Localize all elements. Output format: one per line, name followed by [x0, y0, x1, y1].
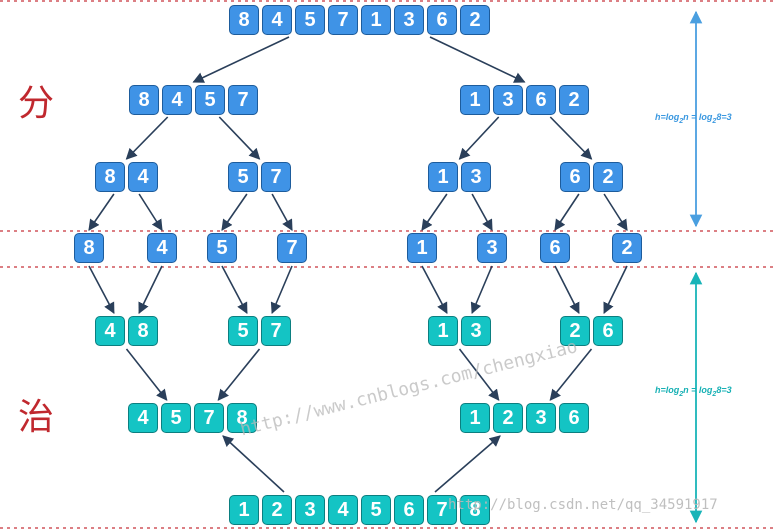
number-block: 4	[147, 233, 177, 263]
connector-arrow	[549, 116, 593, 160]
number-block: 7	[427, 495, 457, 525]
connector-arrow	[271, 193, 293, 231]
connector-arrow	[138, 193, 163, 231]
number-block: 7	[277, 233, 307, 263]
number-block: 1	[460, 85, 490, 115]
number-block: 2	[493, 403, 523, 433]
lower-height-formula: h=log2n = log28=3	[655, 385, 732, 398]
number-block: 6	[526, 85, 556, 115]
number-block: 3	[493, 85, 523, 115]
number-block: 8	[460, 495, 490, 525]
number-block: 1	[361, 5, 391, 35]
number-block: 4	[162, 85, 192, 115]
number-block: 5	[207, 233, 237, 263]
connector-arrow	[125, 116, 169, 160]
number-block: 2	[593, 162, 623, 192]
connector-arrow	[603, 193, 628, 231]
number-block: 8	[229, 5, 259, 35]
number-block: 1	[428, 316, 458, 346]
connector-arrow	[471, 193, 493, 231]
number-block: 2	[460, 5, 490, 35]
number-block: 4	[128, 162, 158, 192]
number-block: 1	[229, 495, 259, 525]
number-block: 7	[261, 162, 291, 192]
number-block: 6	[540, 233, 570, 263]
number-block: 4	[128, 403, 158, 433]
connector-arrow	[603, 265, 628, 315]
number-block: 3	[477, 233, 507, 263]
connector-arrow	[458, 348, 500, 401]
connector-arrow	[458, 116, 500, 160]
csdn-watermark: http://blog.csdn.net/qq_34591917	[448, 497, 718, 513]
connector-arrow	[88, 265, 115, 314]
conquer-phase-label: 治	[18, 397, 55, 438]
number-block: 4	[328, 495, 358, 525]
number-block: 2	[560, 316, 590, 346]
number-block: 2	[262, 495, 292, 525]
number-block: 4	[95, 316, 125, 346]
number-block: 5	[228, 316, 258, 346]
connector-arrow	[222, 435, 285, 493]
number-block: 1	[428, 162, 458, 192]
number-block: 3	[295, 495, 325, 525]
number-block: 6	[559, 403, 589, 433]
number-block: 5	[295, 5, 325, 35]
connector-arrow	[554, 193, 580, 231]
connector-arrow	[270, 265, 293, 315]
connector-arrow	[429, 36, 526, 83]
upper-height-formula: h=log2n = log28=3	[655, 112, 732, 125]
connector-arrow	[554, 265, 580, 314]
connector-arrow	[125, 348, 168, 401]
number-block: 2	[612, 233, 642, 263]
number-block: 4	[262, 5, 292, 35]
number-block: 1	[460, 403, 490, 433]
number-block: 8	[95, 162, 125, 192]
number-block: 5	[195, 85, 225, 115]
connector-arrow	[192, 36, 290, 83]
number-block: 8	[227, 403, 257, 433]
connector-arrow	[549, 348, 593, 401]
number-block: 8	[129, 85, 159, 115]
connector-arrow	[217, 348, 261, 401]
number-block: 6	[394, 495, 424, 525]
number-block: 3	[461, 316, 491, 346]
connector-arrow	[221, 265, 248, 314]
number-block: 8	[74, 233, 104, 263]
number-block: 5	[161, 403, 191, 433]
divide-phase-label: 分	[18, 83, 55, 124]
connector-arrow	[88, 193, 115, 231]
number-block: 7	[261, 316, 291, 346]
connector-arrow	[221, 193, 248, 231]
connector-arrow	[421, 265, 448, 314]
number-block: 1	[407, 233, 437, 263]
number-block: 7	[194, 403, 224, 433]
number-block: 6	[593, 316, 623, 346]
connector-arrow	[470, 265, 493, 315]
number-block: 6	[427, 5, 457, 35]
connector-arrow	[138, 265, 163, 315]
number-block: 2	[559, 85, 589, 115]
number-block: 6	[560, 162, 590, 192]
number-block: 8	[128, 316, 158, 346]
connector-arrow	[218, 116, 261, 160]
number-block: 3	[394, 5, 424, 35]
number-block: 7	[228, 85, 258, 115]
number-block: 7	[328, 5, 358, 35]
connector-arrow	[421, 193, 448, 231]
number-block: 3	[526, 403, 556, 433]
number-block: 5	[228, 162, 258, 192]
number-block: 3	[461, 162, 491, 192]
number-block: 5	[361, 495, 391, 525]
connector-arrow	[434, 435, 501, 493]
